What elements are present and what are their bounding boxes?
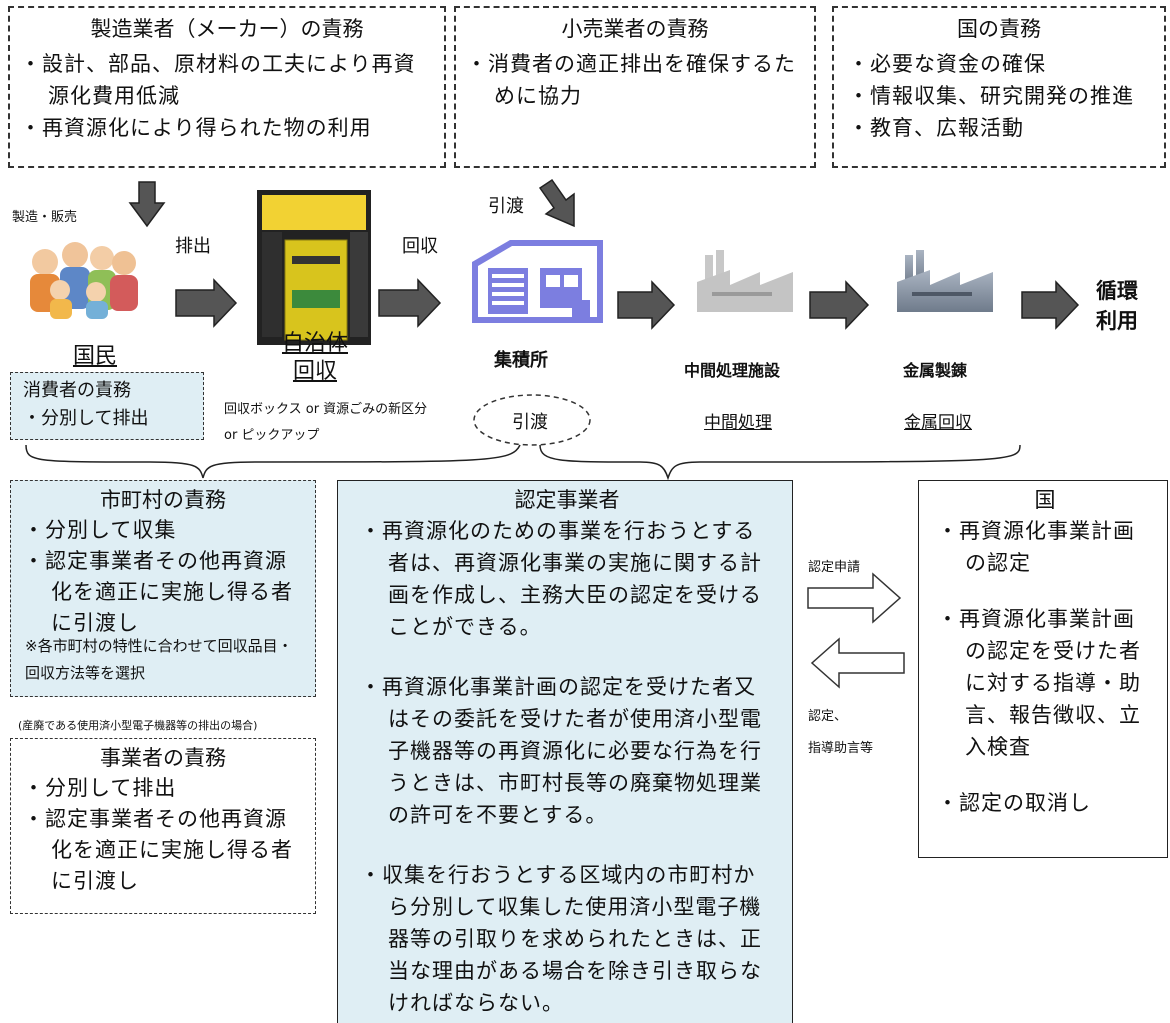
collection-site-label: 集積所 — [494, 350, 548, 371]
nation-role-item: ・再資源化事業計画の認定を受けた者に対する指導・助言、報告徴収、立入検査 — [937, 607, 1141, 759]
municipal-duty-title: 市町村の責務 — [100, 488, 226, 512]
certified-operator-item: ・再資源化事業計画の認定を受けた者又はその委託を受けた者が使用済小型電子機器等の… — [360, 675, 762, 827]
business-note: (産廃である使用済小型電子機器等の排出の場合) — [18, 719, 258, 732]
certified-operator-item: ・再資源化のための事業を行おうとする者は、再資源化事業の実施に関する計画を作成し… — [360, 519, 762, 639]
down-arrow-manufacture — [128, 181, 166, 228]
maker-duty-box: 製造業者（メーカー）の責務 ・設計、部品、原材料の工夫により再資源化費用低減 ・… — [8, 6, 446, 168]
collection-box-photo — [257, 190, 371, 345]
warehouse-icon — [472, 240, 603, 323]
nation-role-item: ・認定の取消し — [937, 791, 1091, 815]
nation-duty-item: ・必要な資金の確保 — [848, 52, 1046, 76]
certified-operator-item: ・収集を行おうとする区域内の市町村から分別して収集した使用済小型電子機器等の引取… — [360, 863, 762, 1015]
handover-oval-label: 引渡 — [512, 412, 548, 433]
retailer-duty-box: 小売業者の責務 ・消費者の適正排出を確保するために協力 — [454, 6, 816, 168]
nation-role-box: 国 ・再資源化事業計画の認定 ・再資源化事業計画の認定を受けた者に対する指導・助… — [918, 480, 1168, 858]
consumer-duty-title: 消費者の責務 — [23, 380, 131, 401]
label-handover-top: 引渡 — [488, 196, 524, 217]
arrow-certify — [810, 637, 905, 689]
smelting-label: 金属製錬 — [903, 361, 968, 380]
people-illustration — [30, 242, 138, 319]
municipality-label-1: 自治体 — [281, 331, 348, 356]
bracket-certified — [539, 444, 1021, 481]
intermediate-facility-label: 中間処理施設 — [684, 361, 781, 380]
certify-label-2: 指導助言等 — [808, 741, 874, 756]
flow-arrow-2 — [378, 278, 442, 328]
metal-recovery-label: 金属回収 — [904, 413, 972, 433]
diagonal-arrow-retailer — [538, 178, 575, 228]
nation-role-item: ・再資源化事業計画の認定 — [937, 519, 1135, 575]
maker-duty-title: 製造業者（メーカー）の責務 — [90, 17, 364, 41]
business-duty-item: ・認定事業者その他再資源化を適正に実施し得る者に引渡し — [23, 807, 293, 893]
label-collect: 回収 — [402, 236, 438, 257]
municipality-note: 回収ボックス or 資源ごみの新区分 or ピックアップ — [224, 402, 428, 443]
flow-arrow-5 — [1021, 280, 1080, 330]
nation-duty-title: 国の責務 — [957, 17, 1041, 41]
consumer-duty-item: ・分別して排出 — [23, 408, 149, 429]
flow-arrow-4 — [809, 280, 870, 330]
retailer-duty-item: ・消費者の適正排出を確保するために協力 — [466, 52, 796, 108]
business-duty-box: 事業者の責務 ・分別して排出 ・認定事業者その他再資源化を適正に実施し得る者に引… — [10, 738, 316, 914]
municipality-label-2: 回収 — [292, 359, 337, 384]
municipality-label: 自治体 回収 — [260, 330, 370, 386]
recycle-label: 循環利用 — [1096, 279, 1138, 333]
business-duty-item: ・分別して排出 — [23, 776, 177, 800]
nation-duty-box: 国の責務 ・必要な資金の確保 ・情報収集、研究開発の推進 ・教育、広報活動 — [832, 6, 1166, 168]
intermediate-process-label: 中間処理 — [704, 413, 772, 433]
consumer-duty-box: 消費者の責務 ・分別して排出 — [10, 372, 204, 440]
maker-duty-item: ・再資源化により得られた物の利用 — [20, 116, 372, 140]
certified-operator-box: 認定事業者 ・再資源化のための事業を行おうとする者は、再資源化事業の実施に関する… — [337, 480, 793, 1023]
label-discharge: 排出 — [175, 236, 211, 257]
maker-duty-item: ・設計、部品、原材料の工夫により再資源化費用低減 — [20, 52, 416, 108]
factory-icon-smelting — [897, 250, 993, 312]
municipal-duty-note: ※各市町村の特性に合わせて回収品目・回収方法等を選択 — [25, 637, 293, 682]
bracket-municipal — [25, 444, 521, 479]
nation-duty-item: ・情報収集、研究開発の推進 — [848, 84, 1134, 108]
nation-duty-item: ・教育、広報活動 — [848, 116, 1024, 140]
business-duty-title: 事業者の責務 — [100, 746, 226, 770]
citizens-label: 国民 — [72, 344, 117, 369]
label-manufacture-sale: 製造・販売 — [12, 210, 78, 225]
arrow-apply — [807, 572, 902, 624]
certified-operator-title: 認定事業者 — [514, 488, 620, 512]
municipal-duty-item: ・認定事業者その他再資源化を適正に実施し得る者に引渡し — [23, 549, 293, 635]
factory-icon-intermediate — [697, 250, 793, 312]
nation-role-title: 国 — [1034, 488, 1056, 512]
flow-arrow-3 — [617, 280, 676, 330]
flow-arrow-1 — [175, 278, 238, 328]
municipal-duty-item: ・分別して収集 — [23, 518, 177, 542]
handover-oval — [473, 394, 591, 446]
retailer-duty-title: 小売業者の責務 — [561, 17, 709, 41]
certify-label-1: 認定、 — [808, 709, 848, 724]
municipal-duty-box: 市町村の責務 ・分別して収集 ・認定事業者その他再資源化を適正に実施し得る者に引… — [10, 480, 316, 697]
apply-label: 認定申請 — [808, 560, 861, 575]
